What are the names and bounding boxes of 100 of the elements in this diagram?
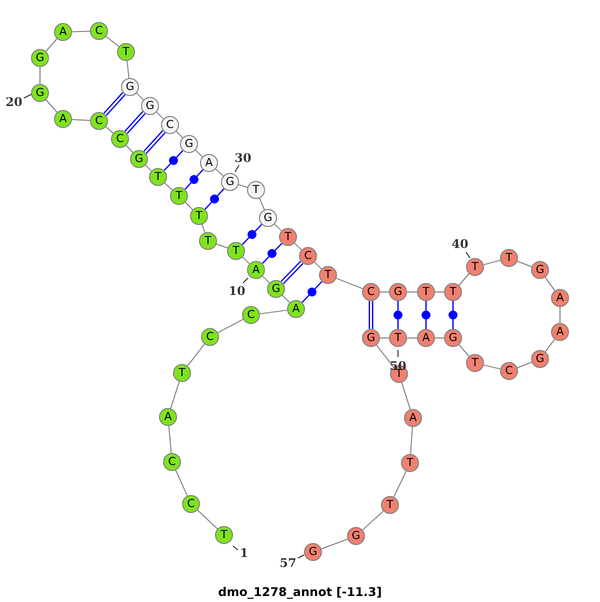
backbone-line xyxy=(274,224,282,232)
backbone-line xyxy=(259,198,265,210)
backbone-line xyxy=(483,364,501,370)
nucleotide-circle: T xyxy=(381,496,399,514)
nucleotide-circle: A xyxy=(200,154,218,172)
nucleotide-circle: T xyxy=(173,364,191,382)
nucleotide-circle: C xyxy=(182,495,200,513)
backbone-line xyxy=(215,168,224,176)
backbone-line xyxy=(544,338,556,352)
nucleotide-circle: A xyxy=(54,23,72,41)
backbone-line xyxy=(458,344,470,357)
base-pair-line xyxy=(242,224,262,245)
base-pair-line xyxy=(452,301,454,329)
backbone-line xyxy=(216,244,228,248)
nucleotide-circle: T xyxy=(389,329,407,347)
base-pair-line xyxy=(280,260,304,284)
nucleotide-circle: A xyxy=(159,408,177,426)
backbone-line xyxy=(294,242,302,250)
nucleotide-circle: A xyxy=(551,289,569,307)
nucleotide-circle: G xyxy=(267,280,285,298)
base-pair-line xyxy=(204,188,224,210)
nucleotide-circle: G xyxy=(347,527,365,545)
base-pair-line xyxy=(397,301,399,329)
nucleotide-circle: A xyxy=(54,110,72,128)
position-number: 10 xyxy=(228,284,246,298)
position-number: 40 xyxy=(452,237,468,251)
nucleotide-circle: C xyxy=(90,112,108,130)
backbone-line xyxy=(202,224,206,234)
backbone-line xyxy=(126,60,130,79)
nucleotide-circle: G xyxy=(531,261,549,279)
nucleotide-circle: T xyxy=(149,168,167,186)
nucleotide-circle: G xyxy=(389,283,407,301)
backbone-line xyxy=(262,276,270,284)
position-number: 1 xyxy=(240,546,248,560)
nucleotide-circle: T xyxy=(444,283,462,301)
backbone-line xyxy=(242,256,250,264)
base-pair-line xyxy=(425,301,427,329)
nucleotide-circle: T xyxy=(279,228,297,246)
nucleotide-circle: C xyxy=(362,283,380,301)
base-pair-line xyxy=(368,300,374,330)
nucleotide-circle: A xyxy=(247,261,265,279)
backbone-line xyxy=(136,92,144,100)
structure-caption: dmo_1278_annot [-11.3] xyxy=(217,585,383,599)
base-pair-line xyxy=(262,243,282,264)
nucleotide-circle: T xyxy=(417,283,435,301)
backbone-line xyxy=(516,260,532,268)
position-number: 30 xyxy=(234,151,252,165)
nucleotide-circle: T xyxy=(466,258,484,276)
base-pair-line xyxy=(302,281,322,303)
backbone-line xyxy=(217,318,244,334)
nucleotide-circle: T xyxy=(190,207,208,225)
backbone-line xyxy=(483,260,501,266)
backbone-line xyxy=(393,470,407,498)
nucleotide-circle: T xyxy=(117,43,135,61)
nucleotide-circle: A xyxy=(287,300,305,318)
backbone-line xyxy=(282,294,290,304)
base-pair-line xyxy=(103,92,126,116)
nucleotide-circle: T xyxy=(500,249,518,267)
nucleotide-circle: T xyxy=(401,454,419,472)
nucleotide-circle: T xyxy=(466,354,484,372)
nucleotide-circle: G xyxy=(362,329,380,347)
base-pair-line xyxy=(143,130,166,154)
backbone-line xyxy=(156,112,164,120)
backbone-line xyxy=(458,273,470,286)
backbone-line xyxy=(45,38,58,52)
nucleotide-circle: T xyxy=(170,187,188,205)
backbone-line xyxy=(71,119,91,121)
backbone-line xyxy=(105,126,114,134)
nucleotide-circle: C xyxy=(201,328,219,346)
backbone-line xyxy=(410,426,413,455)
nucleotide-circle: T xyxy=(247,181,265,199)
backbone-line xyxy=(187,344,205,366)
backbone-line xyxy=(544,276,556,292)
nucleotide-circle: G xyxy=(180,135,198,153)
backbone-line xyxy=(145,164,152,172)
base-pair-line xyxy=(184,169,204,190)
backbone-line xyxy=(168,425,172,454)
backbone-line xyxy=(238,184,248,188)
position-number: 57 xyxy=(280,556,296,570)
nucleotide-circle: G xyxy=(259,209,277,227)
backbone-line xyxy=(170,381,180,409)
nucleotide-circle: G xyxy=(121,78,139,96)
nucleotide-circle: T xyxy=(227,242,245,260)
base-pair-line xyxy=(124,110,146,134)
nucleotide-circle: C xyxy=(90,22,108,40)
backbone-line xyxy=(320,538,348,550)
position-number: 20 xyxy=(6,95,22,109)
backbone-line xyxy=(336,278,364,290)
backbone-line xyxy=(164,182,173,190)
nucleotide-circle: A xyxy=(417,329,435,347)
nucleotide-circle: G xyxy=(444,329,462,347)
nucleotide-circle: T xyxy=(215,526,233,544)
backbone-line xyxy=(401,382,411,410)
backbone-line xyxy=(314,262,322,270)
nucleotide-circle: G xyxy=(130,150,148,168)
backbone-line xyxy=(106,36,120,47)
nucleotide-circle: C xyxy=(161,116,179,134)
backbone-line xyxy=(197,510,218,530)
nucleotide-circle: G xyxy=(531,350,549,368)
nucleotide-circle: C xyxy=(500,362,518,380)
